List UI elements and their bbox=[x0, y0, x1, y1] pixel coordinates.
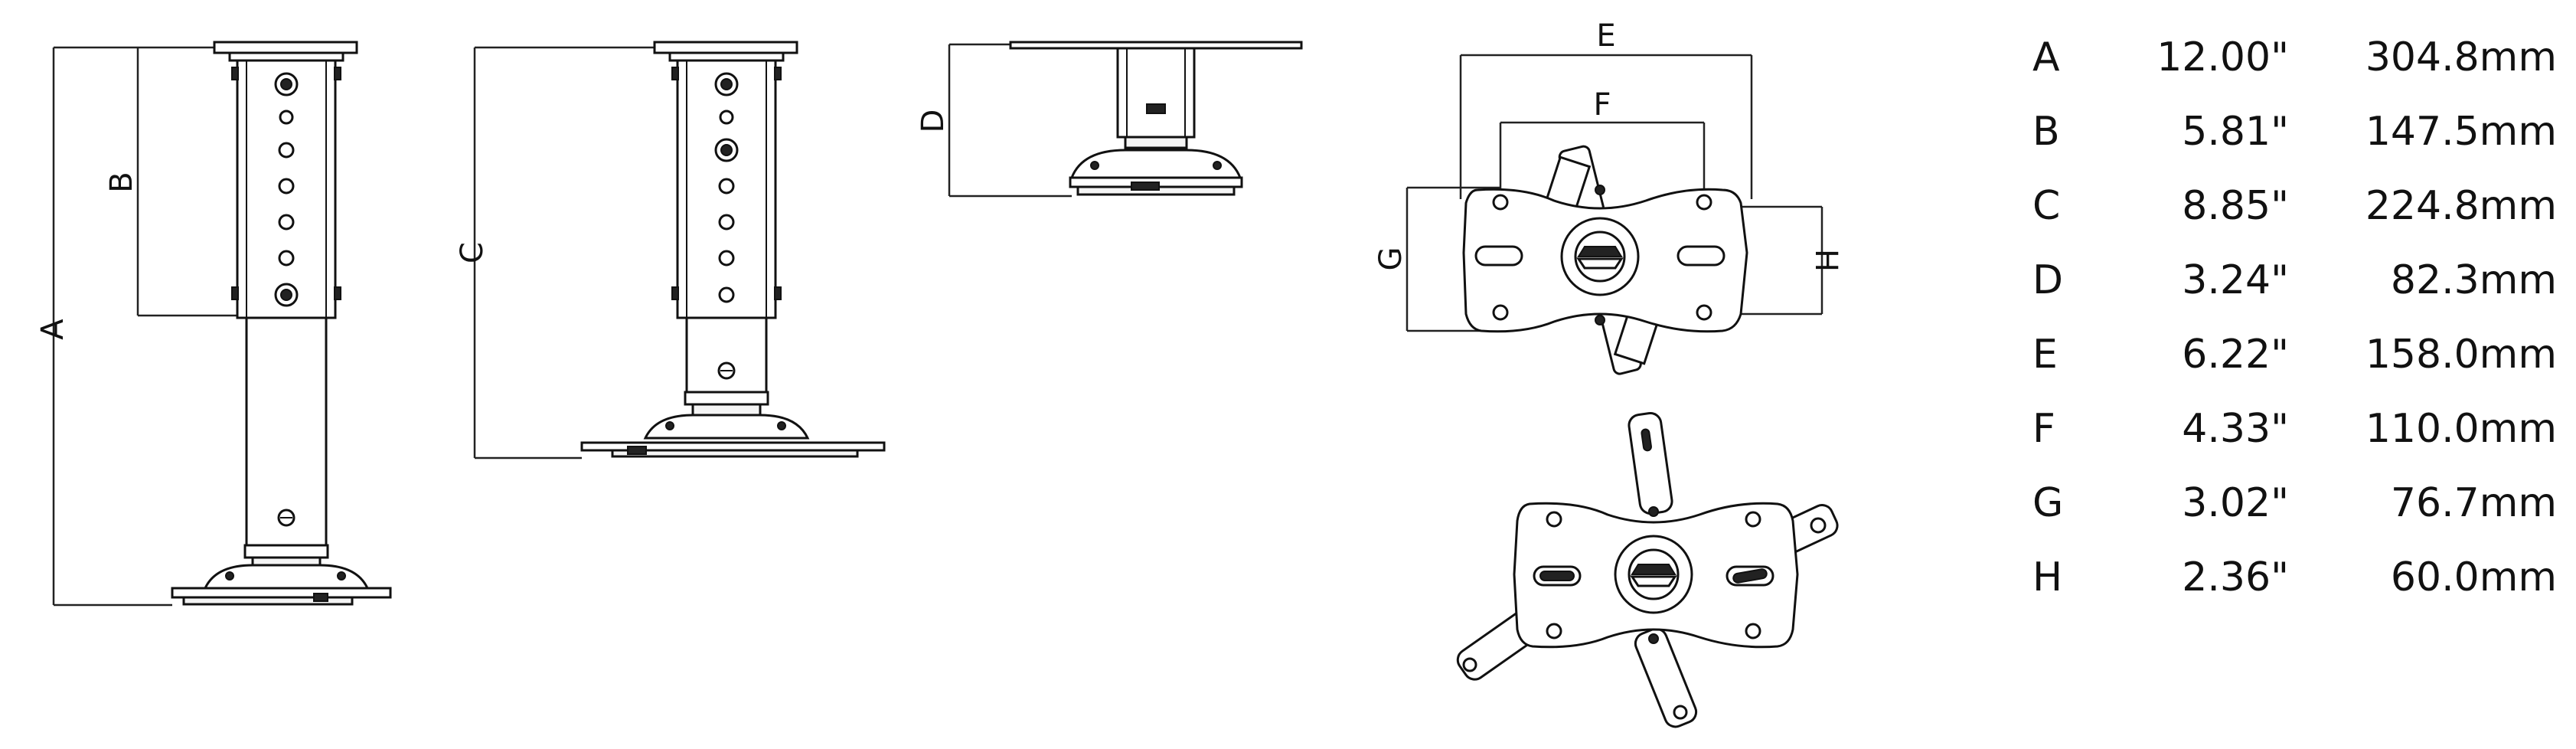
table-row: G 3.02" 76.7mm bbox=[2032, 480, 2557, 526]
table-row: D 3.24" 82.3mm bbox=[2032, 257, 2557, 303]
row-mm: 147.5mm bbox=[2365, 109, 2557, 155]
row-key: G bbox=[2032, 480, 2063, 526]
row-mm: 158.0mm bbox=[2365, 332, 2557, 378]
dimension-a-label: A bbox=[35, 319, 70, 340]
row-mm: 110.0mm bbox=[2365, 406, 2557, 452]
row-key: H bbox=[2032, 554, 2062, 600]
ceiling-plate bbox=[213, 41, 358, 54]
row-inches: 5.81" bbox=[2182, 109, 2289, 155]
dimension-e-label: E bbox=[1596, 18, 1615, 54]
dimension-table: A 12.00" 304.8mm B 5.81" 147.5mm C 8.85"… bbox=[2032, 34, 2557, 600]
adapter-arms-view bbox=[1456, 412, 1839, 728]
dimension-g-label: G bbox=[1373, 247, 1409, 271]
row-key: A bbox=[2032, 34, 2060, 80]
dimension-b-label: B bbox=[104, 172, 139, 192]
row-mm: 60.0mm bbox=[2391, 554, 2557, 600]
adjustment-holes bbox=[714, 72, 739, 303]
adjustment-holes bbox=[274, 72, 299, 307]
row-key: D bbox=[2032, 257, 2063, 303]
inner-tube bbox=[685, 316, 768, 396]
swivel-base bbox=[203, 564, 370, 590]
row-inches: 2.36" bbox=[2182, 554, 2289, 600]
table-row: A 12.00" 304.8mm bbox=[2032, 34, 2557, 80]
row-inches: 8.85" bbox=[2182, 183, 2289, 229]
dimension-d-label: D bbox=[916, 110, 951, 133]
table-row: H 2.36" 60.0mm bbox=[2032, 554, 2557, 600]
row-key: F bbox=[2032, 406, 2055, 452]
row-inches: 3.02" bbox=[2182, 480, 2289, 526]
row-inches: 6.22" bbox=[2182, 332, 2289, 378]
projector-plate bbox=[171, 587, 392, 599]
dimension-e: E bbox=[1459, 18, 1753, 199]
ceiling-plate bbox=[653, 41, 798, 54]
row-key: C bbox=[2032, 183, 2060, 229]
adapter-arm-top bbox=[1628, 412, 1673, 515]
swivel-base bbox=[1069, 149, 1242, 179]
table-row: B 5.81" 147.5mm bbox=[2032, 109, 2557, 155]
dimension-c: C bbox=[455, 46, 681, 460]
extended-mount-view: A B bbox=[35, 41, 392, 607]
adapter-arm-bottom bbox=[1634, 627, 1698, 728]
short-tube bbox=[1116, 47, 1196, 139]
low-profile-mount-view: D bbox=[916, 41, 1303, 198]
dimension-h-label: H bbox=[1808, 249, 1843, 272]
row-mm: 82.3mm bbox=[2391, 257, 2557, 303]
row-inches: 12.00" bbox=[2156, 34, 2289, 80]
row-mm: 76.7mm bbox=[2391, 480, 2557, 526]
dimension-h: H bbox=[1722, 205, 1843, 316]
top-view-adapter: E F G H bbox=[1373, 18, 1843, 375]
dimension-a: A bbox=[35, 46, 216, 607]
row-inches: 4.33" bbox=[2182, 406, 2289, 452]
row-inches: 3.24" bbox=[2182, 257, 2289, 303]
dimension-b: B bbox=[104, 47, 243, 317]
dimension-d: D bbox=[916, 43, 1072, 198]
retracted-mount-view: C bbox=[455, 41, 886, 460]
table-row: F 4.33" 110.0mm bbox=[2032, 406, 2557, 452]
swivel-base bbox=[643, 414, 810, 440]
dimension-c-label: C bbox=[455, 242, 490, 263]
row-key: B bbox=[2032, 109, 2060, 155]
row-mm: 304.8mm bbox=[2365, 34, 2557, 80]
table-row: C 8.85" 224.8mm bbox=[2032, 183, 2557, 229]
dimension-f-label: F bbox=[1593, 87, 1611, 123]
table-row: E 6.22" 158.0mm bbox=[2032, 332, 2557, 378]
row-mm: 224.8mm bbox=[2365, 183, 2557, 229]
row-key: E bbox=[2032, 332, 2058, 378]
dimension-f: F bbox=[1499, 87, 1706, 201]
dimension-g: G bbox=[1373, 186, 1500, 332]
